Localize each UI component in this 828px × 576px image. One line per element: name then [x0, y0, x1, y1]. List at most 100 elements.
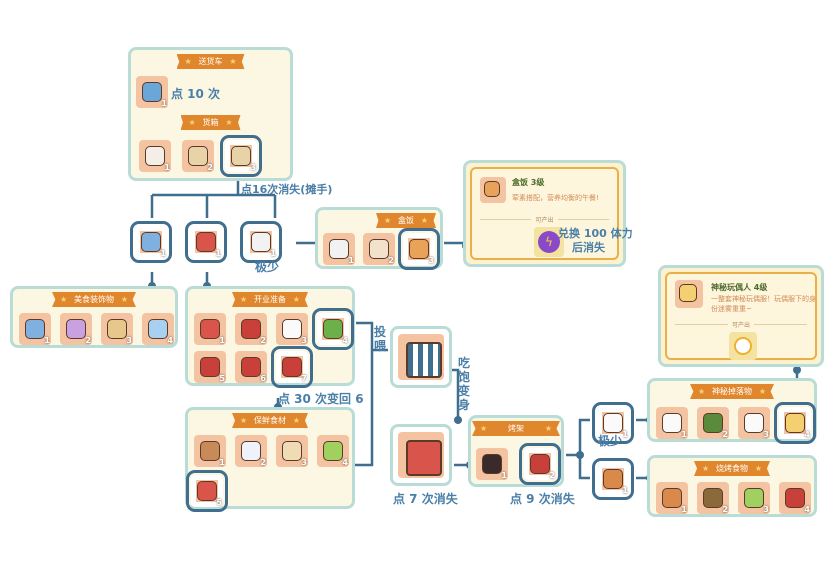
item-tile[interactable]: 1: [19, 313, 51, 345]
bento-card-note-1: 兑换 100 体力: [558, 227, 633, 240]
doll-card-image: [675, 280, 703, 308]
grill-food-icon: [530, 454, 550, 474]
delivery-banner: 送货车: [176, 54, 245, 69]
fruit-cart-tile: [390, 424, 452, 486]
balloons-icon: [66, 319, 86, 339]
boxes-icon: [188, 146, 208, 166]
bunting-icon: [141, 232, 161, 252]
item-tile[interactable]: 1: [592, 458, 634, 500]
item-tile[interactable]: 2: [697, 407, 729, 439]
item-tile[interactable]: 2: [235, 435, 267, 467]
item-level: 3: [250, 163, 256, 172]
item-level: 1: [681, 430, 687, 439]
opening-panel: 开业准备 1 234 5 67: [185, 286, 355, 388]
item-level: 3: [763, 430, 769, 439]
fruit-icon: [323, 441, 343, 461]
fried-egg-icon: [744, 413, 764, 433]
stall-boxes-icon: [231, 146, 251, 166]
item-tile[interactable]: 1: [130, 221, 172, 263]
item-level: 1: [219, 336, 225, 345]
item-tile[interactable]: 1: [185, 221, 227, 263]
item-tile[interactable]: 1: [194, 435, 226, 467]
item-level: 1: [44, 336, 50, 345]
lunchbox-icon: [251, 232, 271, 252]
salad-icon: [744, 488, 764, 508]
item-tile[interactable]: 3: [276, 313, 308, 345]
item-tile[interactable]: 4: [312, 308, 354, 350]
chef-hat-icon: [282, 319, 302, 339]
opening-banner: 开业准备: [232, 292, 308, 307]
bbq-banner: 烧烤食物: [694, 461, 770, 476]
item-tile[interactable]: 1: [656, 482, 688, 514]
fridge-icon: [241, 357, 261, 377]
bento-card-note-2: 后消失: [572, 241, 605, 254]
grill-icon: [482, 454, 502, 474]
sign-icon: [200, 319, 220, 339]
item-tile[interactable]: 4: [142, 313, 174, 345]
bucket-icon: [241, 319, 261, 339]
tofu-icon: [662, 413, 682, 433]
item-tile[interactable]: 3: [738, 407, 770, 439]
item-tile[interactable]: 3: [220, 135, 262, 177]
item-tile[interactable]: 3: [398, 228, 440, 270]
eggs-icon: [200, 441, 220, 461]
lights-icon: [107, 319, 127, 339]
item-level: 2: [722, 430, 728, 439]
truck-note: 点 10 次: [171, 87, 221, 101]
grill-banner: 烤架: [472, 421, 560, 436]
item-tile[interactable]: 2: [60, 313, 92, 345]
doll-card-desc: 一整套神秘玩偶服！玩偶服下的身份迷雾重重~: [711, 295, 816, 313]
item-tile[interactable]: 1: [476, 448, 508, 480]
grill-panel: 烤架 12: [468, 415, 564, 487]
table-icon: [200, 357, 220, 377]
item-tile[interactable]: 1: [592, 402, 634, 444]
item-tile[interactable]: 1: [323, 233, 355, 265]
item-tile[interactable]: 2: [235, 313, 267, 345]
item-tile[interactable]: 1: [136, 76, 168, 108]
item-tile[interactable]: 1: [194, 313, 226, 345]
item-tile[interactable]: 2: [363, 233, 395, 265]
item-level: 1: [219, 458, 225, 467]
item-tile[interactable]: 4: [779, 482, 811, 514]
item-tile[interactable]: 1: [139, 140, 171, 172]
item-level: 6: [260, 374, 266, 383]
feed-label: 投喂: [374, 325, 387, 353]
bento-panel: 盒饭 123: [315, 207, 443, 270]
doll-card-produces: 可产出: [675, 322, 807, 334]
item-tile[interactable]: 2: [182, 140, 214, 172]
item-level: 1: [501, 471, 507, 480]
food-cart-tile: [390, 326, 452, 388]
item-tile[interactable]: 3: [738, 482, 770, 514]
empty-box-icon: [329, 239, 349, 259]
box-icon: [145, 146, 165, 166]
lobster-icon: [785, 488, 805, 508]
item-level: 4: [804, 430, 810, 439]
item-tile[interactable]: 5: [186, 470, 228, 512]
item-tile[interactable]: 1: [656, 407, 688, 439]
item-tile[interactable]: 4: [774, 402, 816, 444]
grill-note: 点 9 次消失: [510, 492, 575, 506]
item-level: 1: [348, 256, 354, 265]
item-tile[interactable]: 1: [240, 221, 282, 263]
crate-banner: 货箱: [180, 115, 241, 130]
item-tile[interactable]: 4: [317, 435, 349, 467]
item-tile[interactable]: 2: [697, 482, 729, 514]
item-tile[interactable]: 3: [101, 313, 133, 345]
item-tile[interactable]: 3: [276, 435, 308, 467]
box-food-icon: [369, 239, 389, 259]
item-tile[interactable]: 6: [235, 351, 267, 383]
truck-row: 1: [136, 76, 168, 108]
item-tile[interactable]: 2: [519, 443, 561, 485]
item-tile[interactable]: 7: [271, 346, 313, 388]
skewer-plate-icon: [703, 488, 723, 508]
item-level: 1: [160, 249, 166, 258]
item-tile[interactable]: 5: [194, 351, 226, 383]
mystery-row: 1 2 3 4: [656, 402, 816, 444]
